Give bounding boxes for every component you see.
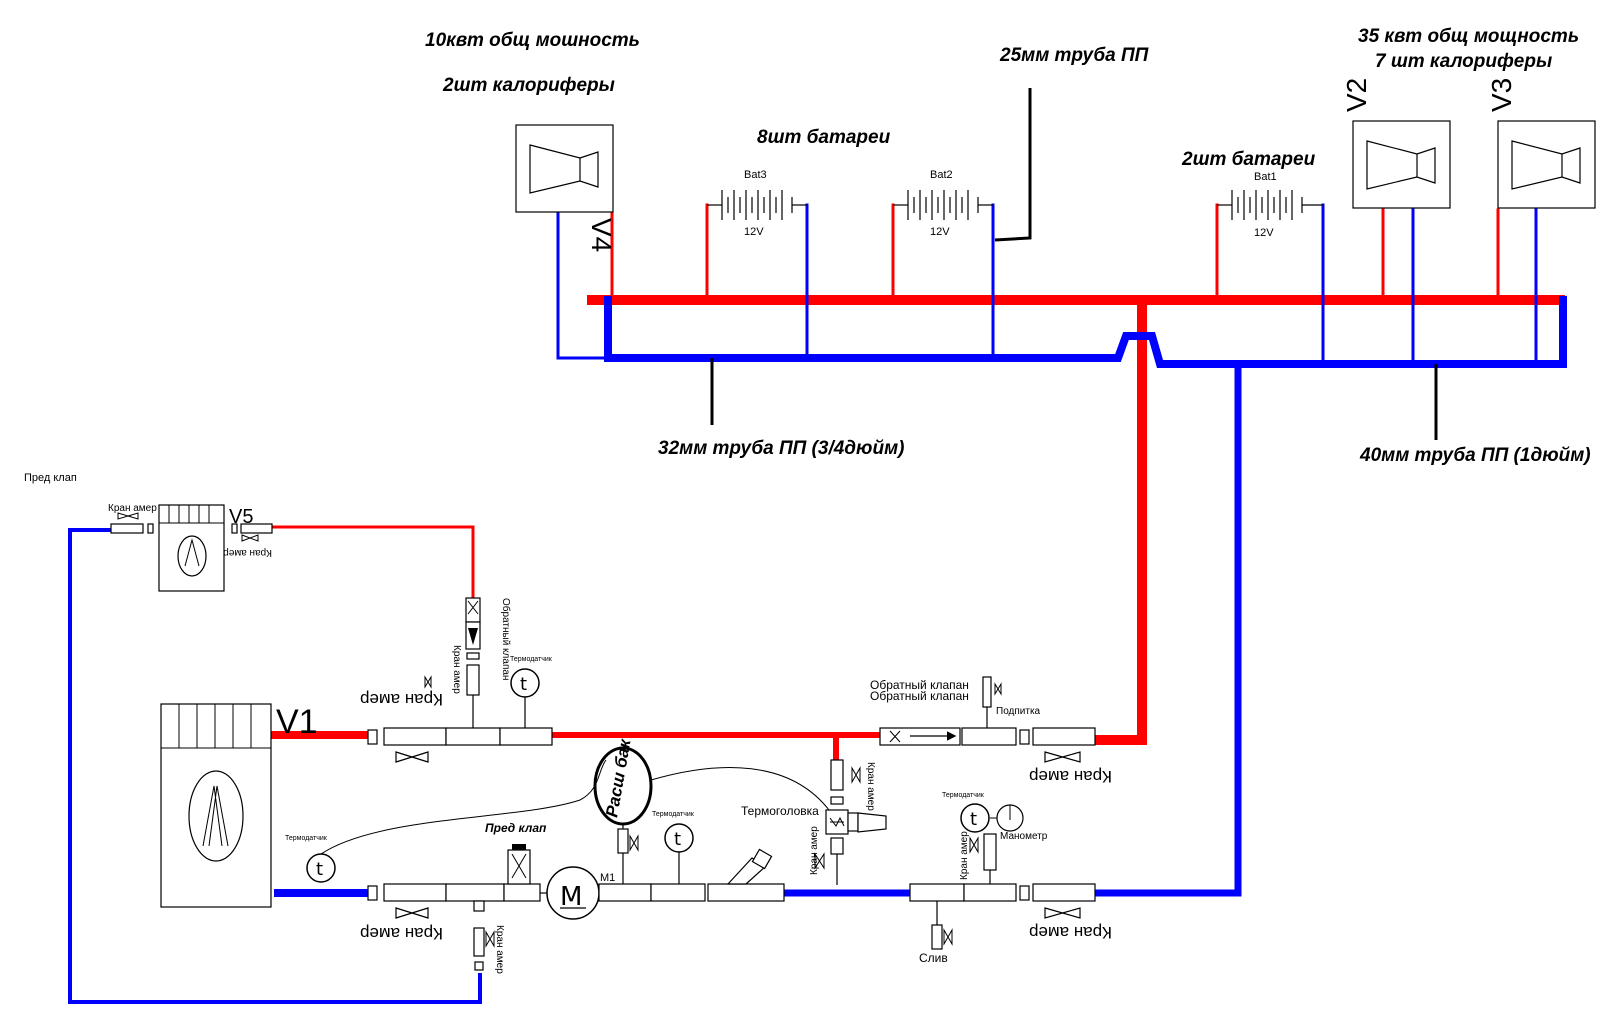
v5-kran-right-label: Кран амер (223, 547, 272, 558)
return-left-kran-label: Кран амер (360, 924, 443, 943)
supply-kran-label: Кран амер (360, 690, 443, 709)
battery-bat3: Bat3 12V (707, 169, 807, 238)
return-v5-loop (68, 528, 482, 1004)
check-valve-label-1: Обратный клапан (870, 678, 969, 692)
label-heaters-left: 2шт калориферы (442, 75, 615, 96)
boiler-v5: Пред клап V5 Кран амер Кран амер (24, 472, 273, 592)
boiler-thermo-symbol: t (316, 859, 323, 880)
label-v5: V5 (229, 506, 253, 528)
return-riser (1092, 360, 1242, 897)
pointer-25mm (994, 88, 1032, 242)
bypass-kran-top-label: Кран амер (865, 762, 876, 811)
label-v1: V1 (276, 703, 318, 741)
label-v3: V3 (1486, 78, 1517, 112)
return-kran-vert-label: Кран амер (494, 925, 505, 974)
label-pred-klap-top: Пред клап (24, 472, 77, 484)
thermo-head-bypass: Кран амер Термоголовка Кран амер (741, 759, 887, 885)
label-power-left: 10квт общ мошность (425, 30, 640, 51)
supply-thermo-label: Термодатчик (510, 656, 553, 663)
termogolovka-label: Термоголовка (741, 804, 819, 818)
return-manifold: Кран амер Пред клап Кран амер M M1 Расш … (285, 737, 1112, 975)
podpitka-label: Подпитка (996, 706, 1041, 717)
return-right-kran-label: Кран амер (1029, 923, 1112, 942)
supply-manifold: Кран амер Кран амер Обратный клапан Терм… (360, 597, 1112, 786)
label-power-right: 35 квт общ мощность (1358, 26, 1579, 47)
boiler-thermo-label: Термодатчик (285, 835, 328, 842)
bat1-name: Bat1 (1254, 171, 1277, 183)
check-valve-label-2: Обратный клапан (870, 689, 969, 703)
label-v2: V2 (1341, 78, 1372, 112)
return-main-pipe-left (608, 332, 1567, 368)
label-pipe-40: 40мм труба ПП (1дюйм) (1359, 445, 1591, 466)
sliv-label: Слив (919, 951, 948, 965)
return-pipes (68, 203, 1567, 1004)
label-pipe-32: 32мм труба ПП (3/4дюйм) (658, 438, 904, 459)
label-v4: V4 (586, 218, 617, 252)
supply-check-valve-label: Обратный клапан (500, 598, 512, 680)
top-labels: 10квт общ мошность 2шт калориферы 8шт ба… (425, 26, 1591, 466)
v5-kran-left-label: Кран амер (108, 503, 157, 514)
return-thermo-label: Термодатчик (942, 792, 985, 799)
bat3-voltage: 12V (744, 226, 764, 238)
return-v4-branch (556, 210, 610, 360)
return-thermo-symbol: t (970, 809, 977, 830)
bypass-kran-bottom-label: Кран амер (809, 826, 820, 875)
supply-riser (1095, 295, 1147, 745)
pred-klap-label: Пред клап (485, 821, 547, 835)
fan-heater-v4: V4 (515, 124, 617, 252)
battery-bat2: Bat2 12V (893, 169, 993, 238)
label-batteries-8: 8шт батареи (757, 127, 891, 148)
fan-heater-v3: V3 (1486, 78, 1596, 209)
bat2-name: Bat2 (930, 169, 953, 181)
supply-right-kran-label: Кран амер (1029, 767, 1112, 786)
supply-ball-valve (383, 727, 447, 746)
bat3-name: Bat3 (744, 169, 767, 181)
fan-heater-v2: V2 (1341, 78, 1451, 209)
bat1-voltage: 12V (1254, 227, 1274, 239)
supply-kran-vert-label: Кран амер (451, 645, 462, 694)
boiler-v1: V1 (160, 703, 318, 908)
pump-label: M1 (600, 872, 615, 884)
bat2-voltage: 12V (930, 226, 950, 238)
label-pipe-25: 25мм труба ПП (999, 45, 1149, 66)
supply-v5-line (270, 525, 475, 600)
label-batteries-2: 2шт батареи (1181, 149, 1316, 170)
battery-bat1: Bat1 12V (1217, 171, 1323, 239)
supply-thermo-symbol: t (520, 674, 527, 695)
pointer-lines (710, 88, 1438, 440)
pump-symbol: M (560, 882, 582, 912)
supply-pipes (268, 203, 1565, 763)
pump-thermo-label: Термодатчик (652, 811, 695, 818)
return-kran-vert-right-label: Кран амер (959, 831, 970, 880)
label-heaters-right: 7 шт калориферы (1375, 51, 1552, 72)
pump-thermo-symbol: t (674, 829, 681, 850)
manometer-label: Манометр (1000, 831, 1048, 842)
